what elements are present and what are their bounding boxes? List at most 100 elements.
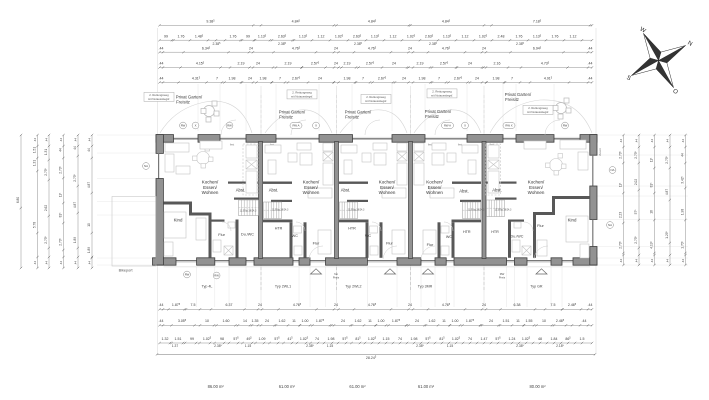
svg-text:Freisitz: Freisitz xyxy=(425,114,439,119)
svg-text:S: S xyxy=(625,75,631,82)
svg-text:495: 495 xyxy=(246,337,252,341)
svg-text:1.98: 1.98 xyxy=(419,77,426,81)
svg-text:61.00 m²: 61.00 m² xyxy=(349,384,366,389)
svg-text:6.945: 6.945 xyxy=(533,46,542,50)
svg-text:.44: .44 xyxy=(59,138,63,143)
svg-text:1.025: 1.025 xyxy=(300,337,309,341)
svg-text:1.09: 1.09 xyxy=(259,337,266,341)
svg-text:2.735: 2.735 xyxy=(619,151,623,159)
svg-text:Kochen/: Kochen/ xyxy=(303,180,320,185)
svg-text:HTR: HTR xyxy=(463,230,471,234)
svg-text:Privat Garten/: Privat Garten/ xyxy=(279,110,306,115)
svg-text:Freisitz: Freisitz xyxy=(279,115,293,120)
svg-text:7: 7 xyxy=(216,77,218,81)
svg-text:1.12: 1.12 xyxy=(390,34,397,38)
svg-text:4.87: 4.87 xyxy=(665,189,669,195)
svg-text:2.675: 2.675 xyxy=(454,77,463,81)
svg-text:7: 7 xyxy=(279,77,281,81)
svg-text:2.19: 2.19 xyxy=(417,62,424,66)
svg-text:Abst.: Abst. xyxy=(236,188,246,193)
svg-text:2.19: 2.19 xyxy=(238,62,245,66)
svg-text:.44: .44 xyxy=(74,261,78,266)
svg-text:1.12: 1.12 xyxy=(570,34,577,38)
svg-text:2.02: 2.02 xyxy=(634,179,638,185)
svg-text:.44: .44 xyxy=(88,261,92,266)
svg-text:4.765: 4.765 xyxy=(368,303,377,307)
svg-text:1.76: 1.76 xyxy=(178,34,185,38)
svg-text:2.735: 2.735 xyxy=(73,174,77,182)
svg-text:2.735: 2.735 xyxy=(59,166,63,174)
svg-text:1.875: 1.875 xyxy=(466,319,475,323)
svg-text:24: 24 xyxy=(248,77,252,81)
svg-text:2.575: 2.575 xyxy=(440,62,449,66)
svg-text:1.135: 1.135 xyxy=(443,34,452,38)
svg-text:Flur: Flur xyxy=(386,240,393,245)
svg-text:.44: .44 xyxy=(666,139,670,144)
svg-text:2.385: 2.385 xyxy=(306,344,314,348)
svg-text:1.135: 1.135 xyxy=(371,34,380,38)
svg-text:1.89: 1.89 xyxy=(87,247,91,253)
svg-text:1.60: 1.60 xyxy=(223,319,230,323)
svg-text:24: 24 xyxy=(334,46,338,50)
svg-text:2.675: 2.675 xyxy=(378,77,387,81)
svg-text:2.635: 2.635 xyxy=(278,34,287,38)
svg-text:W: W xyxy=(639,27,647,35)
svg-text:WC: WC xyxy=(365,234,371,238)
svg-text:1.98: 1.98 xyxy=(681,209,685,215)
svg-text:4.87: 4.87 xyxy=(87,182,91,188)
svg-text:1.295: 1.295 xyxy=(665,231,669,239)
svg-text:24: 24 xyxy=(482,46,486,50)
svg-text:fest: fest xyxy=(270,143,274,147)
svg-text:RW: RW xyxy=(181,124,186,128)
svg-text:10: 10 xyxy=(87,223,91,227)
svg-text:Kochen/: Kochen/ xyxy=(202,180,219,185)
svg-text:2.385: 2.385 xyxy=(416,344,424,348)
svg-text:1.00: 1.00 xyxy=(452,319,459,323)
svg-text:1.025: 1.025 xyxy=(407,34,416,38)
svg-text:18: 18 xyxy=(650,210,654,214)
svg-text:.44: .44 xyxy=(159,303,164,307)
svg-text:frei: frei xyxy=(334,272,338,276)
svg-text:1.98: 1.98 xyxy=(493,77,500,81)
svg-text:815: 815 xyxy=(439,337,445,341)
svg-text:99: 99 xyxy=(246,34,250,38)
svg-text:6.38: 6.38 xyxy=(514,303,521,307)
svg-text:mit Notausstiegsf.: mit Notausstiegsf. xyxy=(527,110,549,114)
svg-text:24: 24 xyxy=(256,62,260,66)
svg-text:44: 44 xyxy=(59,148,63,152)
svg-text:24: 24 xyxy=(408,46,412,50)
svg-text:24: 24 xyxy=(341,319,345,323)
svg-text:1.76: 1.76 xyxy=(516,34,523,38)
svg-text:Flur: Flur xyxy=(313,240,320,245)
svg-text:74: 74 xyxy=(398,337,402,341)
svg-text:815: 815 xyxy=(59,212,63,218)
svg-text:24: 24 xyxy=(468,62,472,66)
svg-text:4.765: 4.765 xyxy=(442,303,451,307)
svg-text:2.575: 2.575 xyxy=(366,62,375,66)
svg-text:Freisitz: Freisitz xyxy=(176,100,190,105)
svg-text:1.35: 1.35 xyxy=(252,319,259,323)
svg-text:Privat Garten/: Privat Garten/ xyxy=(345,110,372,115)
svg-text:1.51: 1.51 xyxy=(33,147,37,153)
svg-text:4.845: 4.845 xyxy=(442,19,451,23)
svg-text:575: 575 xyxy=(233,337,239,341)
svg-text:7: 7 xyxy=(511,77,513,81)
svg-text:Essen/: Essen/ xyxy=(529,185,544,190)
svg-text:4.845: 4.845 xyxy=(292,19,301,23)
svg-text:Kochen/: Kochen/ xyxy=(379,180,396,185)
svg-text:24: 24 xyxy=(265,319,269,323)
svg-text:NA: NA xyxy=(144,164,148,168)
svg-text:11,5Stg 18/24,3: 11,5Stg 18/24,3 xyxy=(348,208,365,211)
svg-text:815: 815 xyxy=(355,337,361,341)
svg-text:2.23: 2.23 xyxy=(619,212,623,218)
svg-text:1.31: 1.31 xyxy=(44,149,48,155)
svg-text:61.00 m²: 61.00 m² xyxy=(279,384,296,389)
svg-text:74: 74 xyxy=(468,337,472,341)
svg-text:.44: .44 xyxy=(588,77,593,81)
svg-text:Wohnen: Wohnen xyxy=(528,190,545,195)
svg-text:115: 115 xyxy=(650,157,654,162)
svg-text:1.84: 1.84 xyxy=(551,337,558,341)
svg-text:86.00 m²: 86.00 m² xyxy=(208,384,225,389)
svg-text:1.51: 1.51 xyxy=(175,337,182,341)
svg-text:14: 14 xyxy=(243,319,247,323)
